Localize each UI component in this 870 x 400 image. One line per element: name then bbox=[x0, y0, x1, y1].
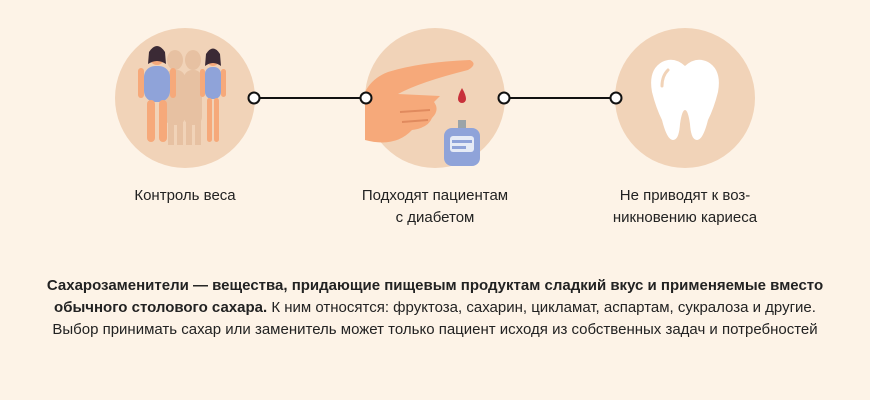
description-regular: К ним относятся: фруктоза, сахарин, цикл… bbox=[52, 299, 818, 338]
blood-drop-icon bbox=[458, 88, 466, 103]
connector-dot bbox=[359, 91, 373, 105]
description-bold: Сахарозаменители — вещества, придающие п… bbox=[46, 277, 824, 316]
glucometer-icon bbox=[444, 120, 480, 166]
caption-caries: Не приводят к воз- никновению кариеса bbox=[585, 185, 785, 229]
finger-blood-glucose-icon bbox=[365, 28, 505, 168]
caption-line: с диабетом bbox=[395, 209, 475, 226]
caption-weight-control: Контроль веса bbox=[95, 185, 275, 207]
caption-diabetes: Подходят пациентам с диабетом bbox=[335, 185, 535, 229]
illustration-row bbox=[115, 28, 755, 168]
caption-line: Не приводят к воз- bbox=[619, 187, 751, 204]
tooth-icon bbox=[615, 28, 755, 168]
weight-control-icon bbox=[115, 28, 255, 168]
connector-dot bbox=[497, 91, 511, 105]
description-text: Сахарозаменители — вещества, придающие п… bbox=[40, 275, 830, 341]
connector-dot bbox=[609, 91, 623, 105]
caption-line: Подходят пациентам bbox=[361, 187, 509, 204]
connector-dot bbox=[247, 91, 261, 105]
caption-line: Контроль веса bbox=[134, 187, 236, 204]
caption-line: никновению кариеса bbox=[612, 209, 758, 226]
